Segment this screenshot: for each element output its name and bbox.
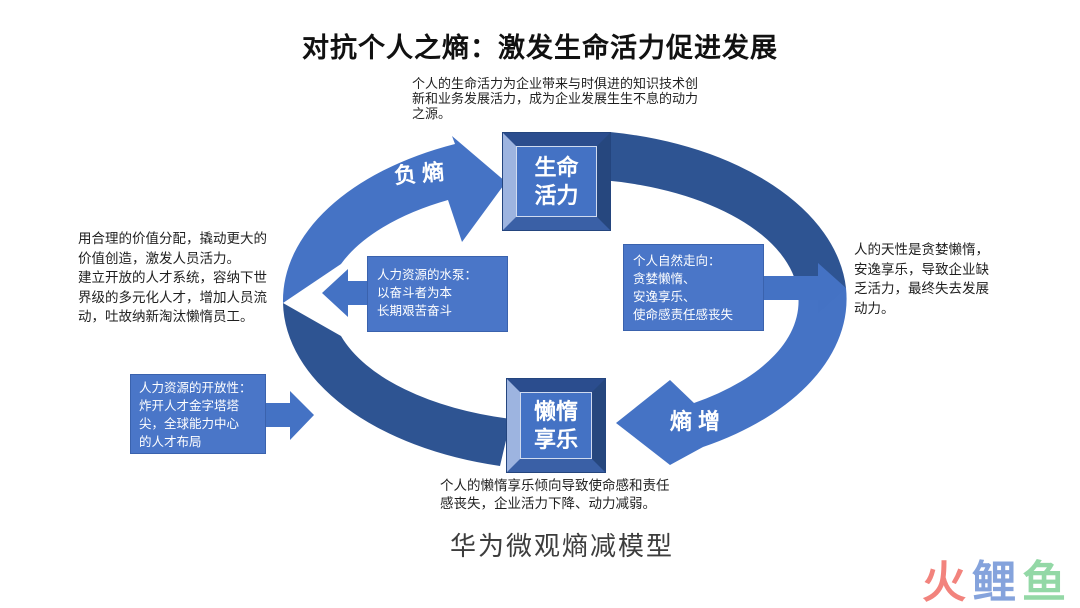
hr-pump-callout: 人力资源的水泵： 以奋斗者为本 长期艰苦奋斗 — [367, 256, 508, 332]
negentropy-label: 负熵 — [393, 158, 452, 189]
entropy-curved-arrow — [616, 288, 847, 465]
bottom-annotation: 个人的懒惰享乐倾向导致使命感和责任 感丧失，企业活力下降、动力减弱。 — [440, 478, 670, 511]
vitality-node-label: 生命 活力 — [516, 146, 597, 217]
laziness-node-label: 懒惰 享乐 — [520, 392, 592, 459]
watermark-char-carp: 鲤 — [972, 558, 1022, 607]
watermark-char-fire: 火 — [922, 558, 972, 607]
vitality-node: 生命 活力 — [502, 132, 611, 231]
hr-openness-callout: 人力资源的开放性： 炸开人才金字塔塔 尖，全球能力中心 的人才布局 — [130, 374, 266, 454]
watermark-logo: 火鲤鱼 — [922, 560, 1072, 606]
right-annotation: 人的天性是贪婪懒惰， 安逸享乐，导致企业缺 乏活力，最终失去发展 动力。 — [854, 242, 989, 316]
model-caption: 华为微观熵减模型 — [449, 531, 674, 561]
ring-band-lower-left — [283, 303, 511, 466]
entropy-label: 熵增 — [670, 409, 727, 434]
laziness-node-bevel: 懒惰 享乐 — [506, 378, 606, 473]
laziness-node: 懒惰 享乐 — [506, 378, 606, 473]
page-title: 对抗个人之熵：激发生命活力促进发展 — [302, 33, 778, 63]
watermark-char-fish: 鱼 — [1022, 558, 1072, 607]
left-annotation: 用合理的价值分配，撬动更大的 价值创造，激发人员活力。 建立开放的人才系统，容纳… — [78, 231, 267, 324]
natural-drift-callout: 个人自然走向： 贪婪懒惰、 安逸享乐、 使命感责任感丧失 — [623, 244, 764, 331]
vitality-node-bevel: 生命 活力 — [502, 132, 611, 231]
negentropy-curved-arrow — [282, 136, 506, 303]
openness-right-arrow — [263, 391, 314, 440]
subtitle-text: 个人的生命活力为企业带来与时俱进的知识技术创 新和业务发展活力，成为企业发展生生… — [412, 76, 699, 121]
ring-band-upper-right — [602, 132, 846, 293]
drift-right-arrow — [762, 263, 846, 313]
pump-left-arrow — [322, 269, 368, 317]
